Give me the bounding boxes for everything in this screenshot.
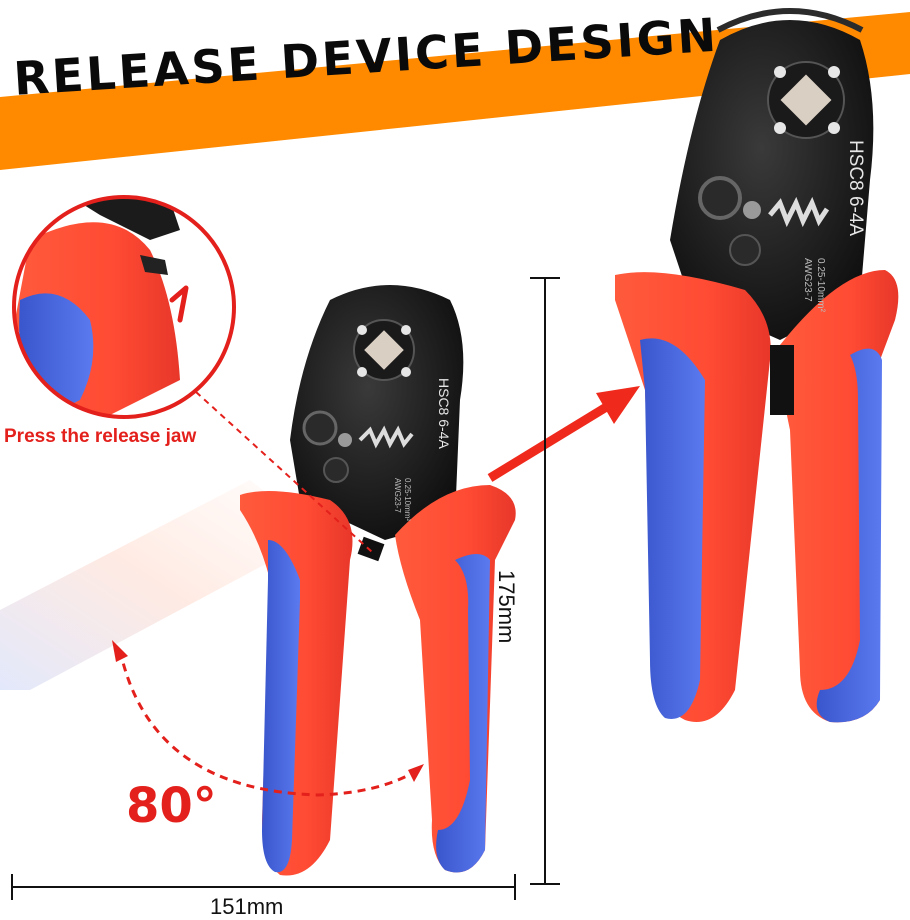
callout-ring: [12, 195, 236, 419]
left-tool-handle-right: [395, 485, 516, 873]
left-tool-pivot: [302, 410, 338, 446]
release-jaw-caption: Press the release jaw: [4, 426, 197, 447]
left-tool-model-label: HSC8 6-4A: [436, 378, 452, 449]
left-tool-spring: [358, 425, 414, 449]
left-tool-range-label: 0.25-10mm²: [403, 478, 412, 522]
right-tool-grip-left: [640, 338, 705, 719]
right-tool-awg-label: AWG23-7: [802, 258, 813, 302]
right-tool-spring: [768, 196, 830, 228]
release-up-arrow-icon: [169, 285, 189, 323]
release-jaw-callout: [12, 195, 236, 419]
left-tool-grip-left: [262, 540, 300, 873]
width-dimension-label: 151mm: [210, 894, 284, 919]
callout-guide-line: [195, 391, 373, 553]
right-tool-die-square: [780, 74, 832, 126]
left-tool-die-square: [364, 330, 404, 370]
rotation-arrow-head-bottom: [408, 764, 424, 782]
left-crimper-tool: [240, 285, 516, 876]
left-tool-grip-right: [436, 554, 490, 873]
right-tool-pivot: [698, 176, 742, 220]
pointer-arrow-head: [596, 386, 640, 424]
right-tool-model-label: HSC8 6-4A: [845, 140, 866, 237]
rotation-arrow-head-top: [112, 640, 128, 662]
rotation-angle-label: 80°: [126, 778, 217, 834]
right-crimper-tool: [615, 8, 899, 723]
right-tool-grip-right: [816, 348, 882, 723]
pointer-arrow-shaft: [487, 402, 611, 482]
height-dimension-label: 175mm: [494, 570, 519, 644]
ghost-handle-motion: [0, 480, 320, 690]
banner-stripe: [0, 12, 910, 170]
rotation-arc: [118, 649, 419, 797]
right-tool-range-label: 0.25-10mm²: [815, 258, 826, 312]
left-tool-awg-label: AWG23-7: [393, 478, 402, 513]
